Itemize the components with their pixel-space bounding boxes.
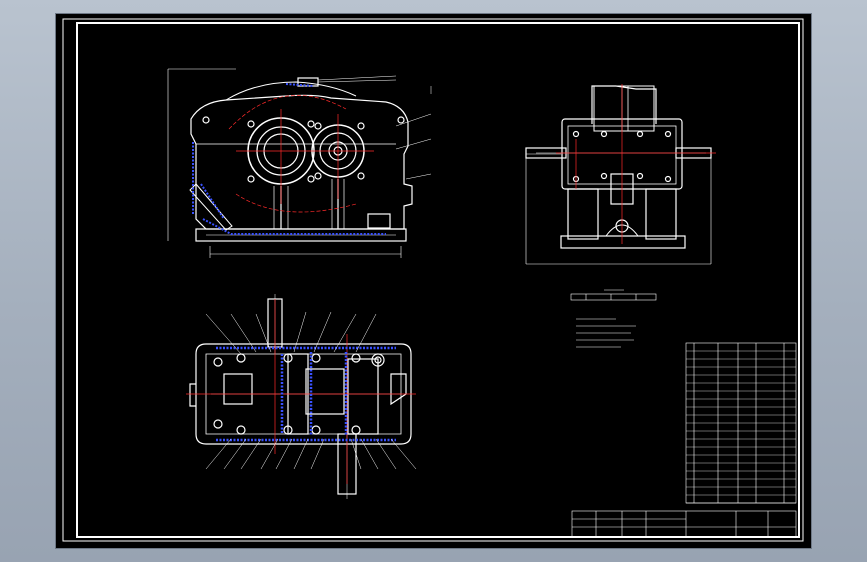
- side-view-centerlines: [556, 84, 716, 244]
- front-view-centerlines: [228, 95, 374, 213]
- top-view-leaders: [205, 311, 417, 470]
- front-view-section-hatch: [192, 83, 386, 235]
- front-view: [167, 68, 432, 258]
- title-block: [571, 502, 797, 538]
- outer-frame: [62, 18, 804, 542]
- top-view-centerlines: [186, 299, 416, 484]
- top-view-section-hatch: [216, 346, 396, 442]
- top-section-view: [189, 294, 412, 499]
- side-view: [525, 85, 712, 265]
- cad-viewport[interactable]: [56, 14, 811, 548]
- assembly-drawing: [62, 18, 804, 542]
- technical-notes: [570, 289, 657, 348]
- inner-frame: [76, 22, 800, 538]
- parts-list-rows: [686, 350, 796, 496]
